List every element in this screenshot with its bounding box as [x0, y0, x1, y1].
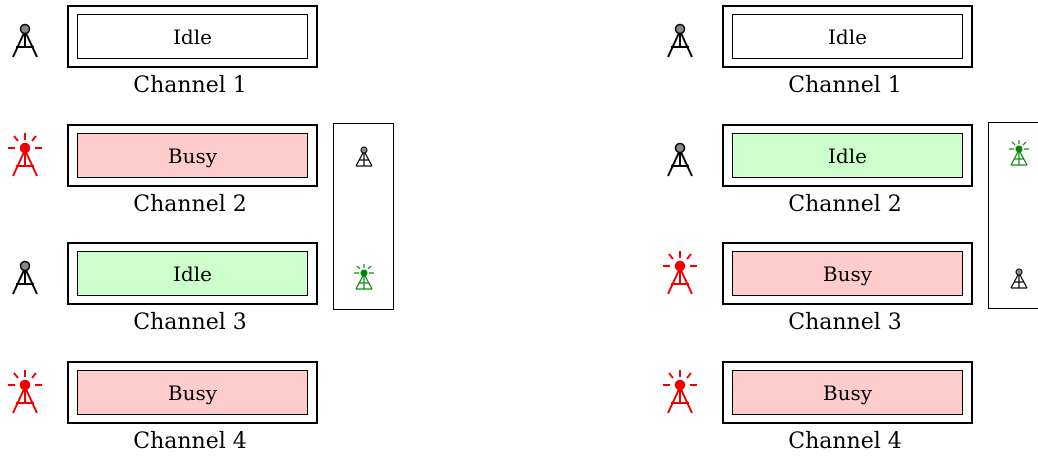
channel-label: Channel 2	[788, 192, 902, 217]
status-bar: Idle	[732, 133, 963, 178]
idle-antenna-small-icon	[352, 140, 376, 168]
idle-antenna-icon	[660, 132, 700, 182]
channel-label: Channel 4	[788, 429, 902, 454]
status-bar: Busy	[732, 251, 963, 296]
status-bar: Busy	[732, 370, 963, 415]
channel-box: Idle	[722, 5, 973, 68]
idle-antenna-small-icon	[1007, 262, 1031, 290]
channel-label: Channel 3	[133, 310, 247, 335]
channel-box: Busy	[722, 242, 973, 305]
status-bar: Idle	[732, 14, 963, 59]
busy-antenna-icon	[5, 369, 45, 419]
status-bar: Busy	[77, 133, 308, 178]
channel-box: Busy	[67, 361, 318, 424]
channel-box: Idle	[67, 242, 318, 305]
status-bar: Busy	[77, 370, 308, 415]
channel-label: Channel 2	[133, 192, 247, 217]
busy-antenna-icon	[660, 369, 700, 419]
channel-label: Channel 4	[133, 429, 247, 454]
channel-label: Channel 1	[788, 73, 902, 98]
channel-label: Channel 3	[788, 310, 902, 335]
side-panel	[333, 123, 394, 310]
transmit-antenna-icon	[1007, 139, 1031, 167]
status-bar: Idle	[77, 14, 308, 59]
channel-box: Idle	[67, 5, 318, 68]
idle-antenna-icon	[5, 250, 45, 300]
busy-antenna-icon	[660, 250, 700, 300]
idle-antenna-icon	[5, 13, 45, 63]
status-bar: Idle	[77, 251, 308, 296]
idle-antenna-icon	[660, 13, 700, 63]
channel-label: Channel 1	[133, 73, 247, 98]
side-panel	[988, 122, 1038, 309]
channel-box: Busy	[67, 124, 318, 187]
channel-box: Idle	[722, 124, 973, 187]
channel-box: Busy	[722, 361, 973, 424]
transmit-antenna-icon	[352, 263, 376, 291]
busy-antenna-icon	[5, 132, 45, 182]
